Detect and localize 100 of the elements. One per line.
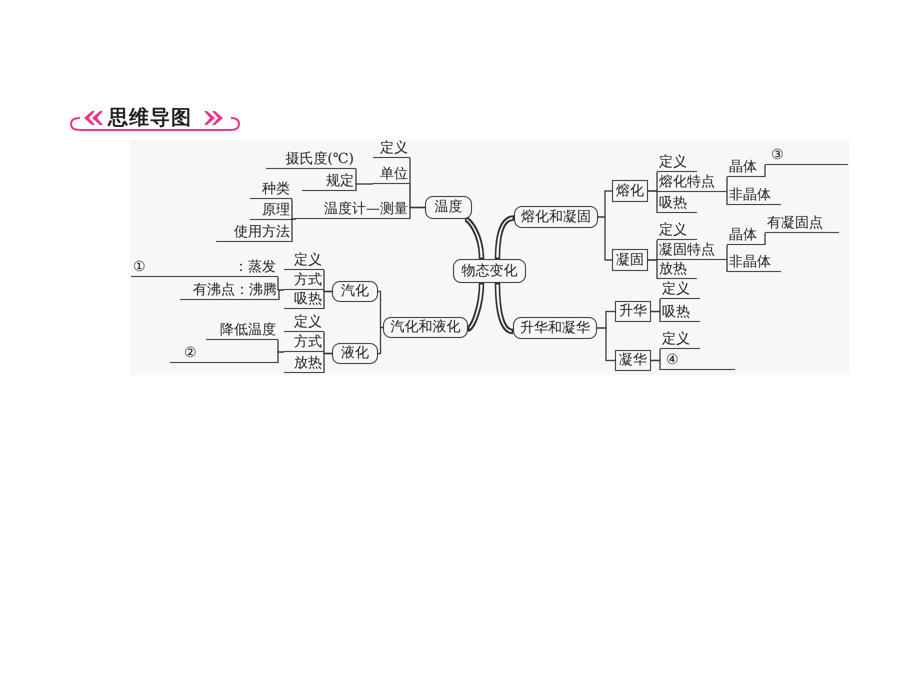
node-label: 物态变化 [462, 262, 518, 280]
connector-line [726, 176, 728, 193]
node-label: 晶体 [729, 227, 757, 244]
underlined-label [180, 280, 279, 300]
fill-in-line [131, 257, 278, 277]
node-label: 升华 [619, 303, 647, 320]
connector-line [278, 289, 284, 301]
node-label: 汽化和液化 [390, 319, 460, 336]
node-label: 凝固 [616, 252, 644, 268]
node-label: 定义 [662, 331, 690, 348]
node-label: 熔化特点 [659, 174, 715, 191]
node-label: 温度 [434, 199, 462, 216]
rounded-box [332, 343, 378, 364]
connector-line [651, 310, 661, 323]
underlined-label [765, 213, 839, 233]
underlined-label [373, 164, 410, 184]
underlined-label [250, 200, 292, 220]
connector-line [464, 216, 484, 260]
connector-line [598, 216, 612, 261]
connector-line [726, 259, 728, 273]
node-label: 凝华 [619, 352, 647, 369]
connector-line [355, 183, 373, 185]
rectangle-box [612, 180, 648, 202]
underlined-label [660, 302, 700, 322]
connector-line [323, 352, 332, 374]
underlined-label [657, 259, 697, 279]
node-label: 定义 [659, 154, 687, 171]
connector-line [355, 168, 357, 192]
node-label: 定义 [662, 281, 690, 298]
underlined-label [284, 270, 324, 290]
connector-line [648, 190, 658, 214]
node-label: 定义 [380, 140, 408, 157]
rounded-box [453, 259, 526, 283]
connector-line [323, 290, 332, 310]
connector-line [764, 232, 766, 246]
rectangle-box [615, 350, 651, 371]
connector-line [597, 327, 615, 362]
node-label: 有凝固点 [767, 215, 823, 232]
node-label: 放热 [294, 355, 322, 372]
connector-line [466, 282, 484, 332]
connector-line [764, 164, 766, 178]
node-label: 液化 [341, 345, 369, 362]
node-label: 种类 [262, 181, 290, 198]
node-label: 放热 [659, 261, 687, 278]
connector-line [291, 218, 296, 243]
fill-in-text: ③ [771, 147, 784, 164]
node-label: 有沸点：沸腾 [193, 282, 277, 299]
underlined-label [284, 332, 324, 352]
rounded-box [513, 317, 597, 339]
fill-in-text: ② [184, 345, 197, 362]
rectangle-box [612, 249, 648, 271]
underlined-label [206, 320, 278, 340]
title: 思维导图 [108, 105, 192, 129]
underlined-label [657, 172, 727, 192]
underlined-label [657, 220, 697, 240]
rounded-box [383, 317, 468, 338]
underlined-label [727, 157, 765, 177]
node-label: 非晶体 [729, 254, 771, 271]
rounded-box [425, 196, 472, 219]
node-label: 熔化 [616, 182, 644, 200]
node-label: 摄氏度(℃) [285, 151, 354, 168]
connector-line [378, 290, 383, 328]
underlined-label [657, 193, 697, 213]
fill-in-text: ① [133, 259, 146, 276]
rounded-box [514, 206, 598, 228]
fill-in-text: ：蒸发 [234, 259, 276, 276]
underlined-label [727, 185, 781, 205]
node-label: 定义 [294, 252, 322, 269]
node-label: 方式 [294, 272, 322, 289]
node-label: 使用方法 [234, 224, 290, 241]
node-label: 吸热 [662, 304, 690, 321]
node-label: 汽化 [341, 283, 369, 300]
connector-line [277, 351, 284, 364]
fill-in-text: ④ [666, 352, 679, 369]
node-label: 原理 [262, 202, 290, 219]
connector-line [409, 206, 425, 220]
underlined-label [284, 312, 324, 332]
connector-line [651, 360, 661, 371]
rounded-box [332, 281, 378, 302]
underlined-label [284, 353, 324, 373]
underlined-label [284, 250, 324, 270]
node-label: 非晶体 [729, 187, 771, 204]
node-label: 降低温度 [220, 322, 276, 339]
connector-line [726, 191, 728, 206]
node-label: 升华和凝华 [520, 320, 590, 336]
underlined-label [216, 222, 292, 242]
underlined-label [727, 252, 781, 272]
node-label: 温度计—测量 [324, 201, 408, 218]
node-label: 定义 [294, 314, 322, 331]
underlined-label [727, 225, 765, 245]
underlined-label [284, 289, 324, 309]
underlined-label [250, 179, 292, 199]
node-label: 晶体 [729, 159, 757, 176]
node-label: 单位 [380, 166, 408, 183]
node-label: 定义 [659, 222, 687, 239]
node-label: 吸热 [294, 291, 322, 308]
underlined-label [302, 171, 356, 191]
rectangle-box [615, 301, 651, 322]
underlined-label [296, 199, 410, 219]
underlined-label [660, 329, 700, 349]
